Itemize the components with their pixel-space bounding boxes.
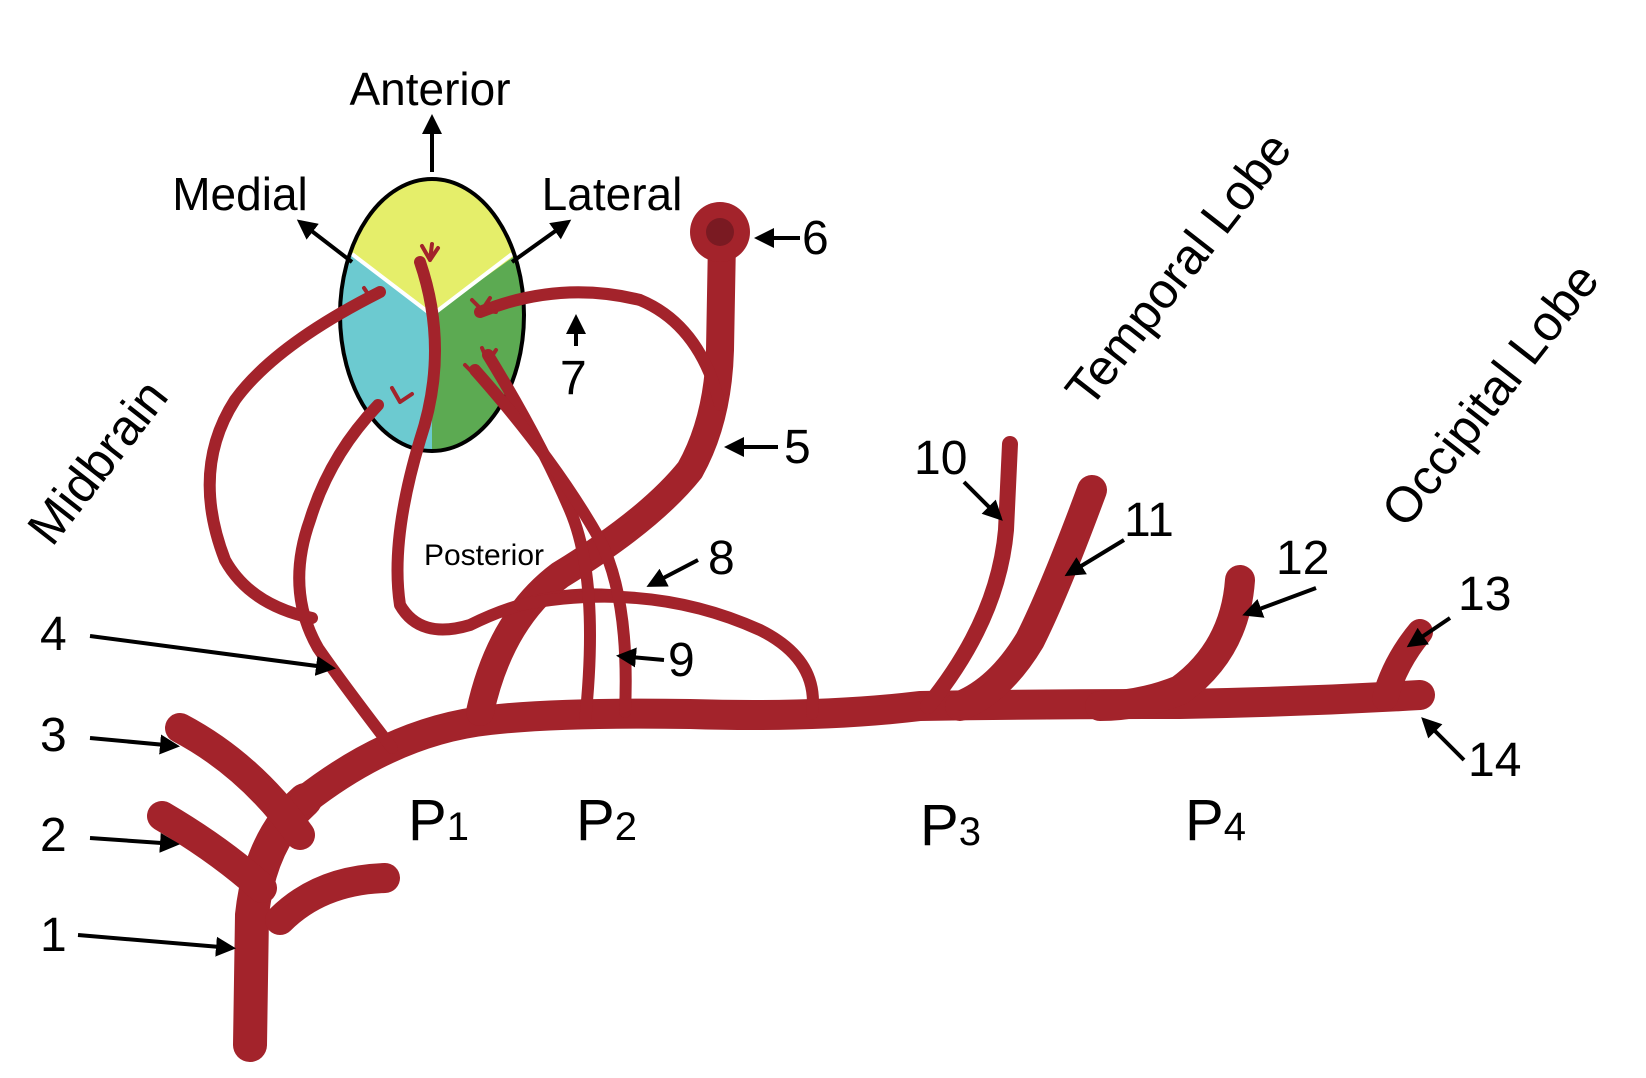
medial-arrow [296, 219, 354, 264]
segment-p4-label: P4 [1185, 788, 1246, 853]
segment-p3-label: P3 [920, 793, 981, 858]
branch-11 [945, 475, 1107, 721]
terminal-twigs [362, 242, 498, 404]
branch-4-medial-loop [203, 286, 386, 624]
pointer-11 [1064, 538, 1126, 577]
pointer-1 [77, 933, 236, 957]
lateral-label: Lateral [542, 168, 683, 220]
number-10: 10 [914, 432, 967, 485]
number-8: 8 [708, 532, 735, 585]
anterior-label: Anterior [349, 63, 510, 115]
branch-right-stub [265, 863, 400, 935]
branch-9b [469, 364, 632, 718]
number-5: 5 [784, 421, 811, 474]
branch-3 [165, 713, 315, 850]
vessels [147, 202, 1435, 1062]
number-11: 11 [1124, 494, 1174, 547]
midbrain-label: Midbrain [17, 369, 179, 555]
pointer-10 [962, 480, 1003, 521]
segment-p1-label: P1 [408, 788, 469, 853]
pointer-8 [646, 558, 699, 587]
number-pointers [77, 228, 1466, 957]
twig [362, 286, 384, 302]
number-12: 12 [1276, 532, 1329, 585]
number-9: 9 [668, 634, 695, 687]
branch-5 [466, 226, 736, 726]
orientation-arrows [296, 114, 572, 264]
number-3: 3 [40, 709, 67, 762]
twig [470, 296, 498, 314]
zone-divider [430, 252, 514, 317]
branch-9a [482, 349, 596, 728]
branch-6-core [706, 218, 734, 246]
segment-p2-label: P2 [576, 788, 637, 853]
twig [420, 242, 440, 262]
number-4: 4 [40, 608, 67, 661]
occipital-lobe-label: Occipital Lobe [1371, 253, 1610, 537]
branch-10 [920, 436, 1018, 714]
temporal-lobe-label: Temporal Lobe [1055, 122, 1303, 417]
number-2: 2 [40, 809, 67, 862]
branch-8 [514, 590, 819, 720]
twig [390, 386, 414, 404]
number-14: 14 [1468, 734, 1521, 787]
branch-2 [147, 801, 277, 903]
number-6: 6 [802, 212, 829, 265]
pointer-3 [89, 734, 180, 755]
number-7: 7 [560, 352, 587, 405]
number-1: 1 [40, 909, 67, 962]
twig [463, 346, 498, 377]
lateral-arrow [510, 219, 572, 264]
branch-12 [1085, 565, 1255, 721]
medial-label: Medial [172, 168, 308, 220]
posterior-label: Posterior [424, 539, 544, 572]
number-13: 13 [1458, 568, 1511, 621]
pointer-14 [1421, 717, 1466, 762]
zone-divider [350, 252, 434, 317]
labels: Anterior Medial Lateral Posterior Midbra… [17, 63, 1610, 962]
pointer-12 [1242, 586, 1317, 618]
pointer-4 [89, 634, 336, 676]
branch-7 [474, 286, 726, 411]
pointer-2 [89, 832, 180, 853]
pointer-9 [616, 647, 665, 668]
branch-4 [293, 399, 398, 754]
pointer-13 [1406, 616, 1452, 648]
